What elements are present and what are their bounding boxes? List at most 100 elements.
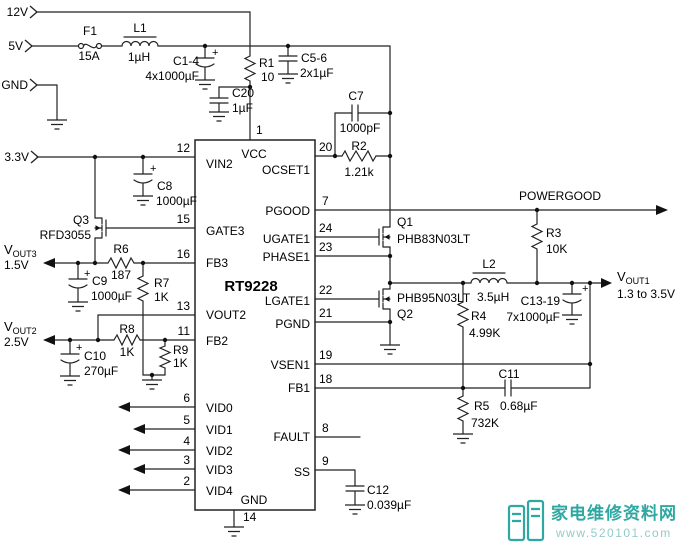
r7-ref-label: R7 (154, 276, 170, 290)
ground-symbol (208, 111, 230, 122)
wire-fb1 (314, 282, 591, 389)
capacitor-c5-6: C5-6 2x1µF (278, 45, 334, 80)
ic-pin-fb2: FB2 (206, 334, 228, 348)
c10-ref-label: C10 (84, 349, 106, 363)
vout3-name-label: VOUT3 (4, 242, 37, 259)
c9-value-label: 1000µF (91, 289, 132, 303)
junction-dots (67, 43, 593, 391)
r6-value-label: 187 (111, 268, 131, 282)
q3-value-label: RFD3055 (40, 228, 92, 242)
ic-pin-vid1: VID1 (206, 423, 233, 437)
input-3v3-label: 3.3V (4, 150, 29, 164)
c11-ref-label: C11 (498, 367, 519, 381)
pin-number-18: 18 (319, 372, 333, 386)
ground-symbol (67, 301, 89, 312)
pin-number-6: 6 (183, 391, 190, 405)
wire-12v-rail (36, 11, 251, 141)
pin-number-20: 20 (319, 140, 333, 154)
pin-numbers: 1 12 15 16 13 11 6 5 4 3 2 20 7 24 23 22… (177, 123, 333, 524)
wire-gnd-input (36, 84, 58, 121)
ground-symbol (344, 504, 366, 515)
ic-pin-vid4: VID4 (206, 484, 233, 498)
wire-c7-branch (334, 112, 391, 157)
pin-number-12: 12 (177, 141, 191, 155)
ground-symbol (379, 344, 401, 355)
c8-value-label: 1000µF (156, 194, 197, 208)
c8-plus-sign: + (150, 163, 156, 175)
capacitor-c9: + C9 1000µF (68, 262, 132, 303)
r7-value-label: 1K (154, 290, 169, 304)
capacitor-c7: C7 1000pF (340, 89, 381, 135)
ic-pin-vsen1: VSEN1 (271, 358, 311, 372)
q1-value-label: PHB83N03LT (397, 232, 471, 246)
ic-pin-fb3: FB3 (206, 256, 228, 270)
pin-number-7: 7 (322, 194, 329, 208)
vout3-value-label: 1.5V (4, 258, 29, 272)
vout1-range-label: 1.3 to 3.5V (617, 287, 675, 301)
q2-ref-label: Q2 (397, 307, 413, 321)
l1-ref-label: L1 (133, 21, 147, 35)
ic-body (194, 139, 316, 511)
ground-symbol (46, 119, 68, 130)
ic-pin-fb1: FB1 (288, 381, 310, 395)
c1-4-ref-label: C1-4 (173, 54, 199, 68)
ic-pin-vout2: VOUT2 (206, 308, 246, 322)
q2-arrow (384, 296, 390, 302)
q2-value-label: PHB95N03LT (397, 291, 471, 305)
ic-pin-lgate1: LGATE1 (265, 294, 310, 308)
mosfet-q3: Q3 RFD3055 (40, 213, 107, 242)
input-gnd-label: GND (1, 78, 28, 92)
powergood-label: POWERGOOD (519, 189, 601, 203)
q1-arrow (384, 234, 390, 240)
powergood-arrow-icon (656, 205, 668, 215)
watermark-books-icon (507, 499, 545, 542)
ic-part-number: RT9228 (224, 278, 277, 295)
c13-19-plus-sign: + (582, 283, 588, 295)
pin-number-4: 4 (183, 434, 190, 448)
c9-plus-sign: + (84, 268, 90, 280)
wire-ss (314, 469, 356, 487)
inductor-l1: L1 1µH (121, 21, 159, 64)
vid1-arrow-icon (133, 424, 145, 434)
r8-ref-label: R8 (119, 322, 135, 336)
pin-number-3: 3 (183, 453, 190, 467)
c20-ref-label: C20 (232, 86, 254, 100)
pin-number-9: 9 (322, 454, 329, 468)
pin-number-16: 16 (177, 247, 191, 261)
ic-pin-vid2: VID2 (206, 444, 233, 458)
vout2-name-label: VOUT2 (4, 319, 37, 336)
c10-plus-sign: + (76, 342, 82, 354)
capacitor-c10: + C10 270µF (60, 339, 118, 378)
r1-ref-label: R1 (259, 56, 275, 70)
f1-value-label: 15A (78, 49, 99, 63)
pin-number-19: 19 (319, 348, 333, 362)
resistor-r7: R7 1K (136, 275, 170, 304)
mosfet-q2: PHB95N03LT Q2 (378, 288, 471, 321)
pin-number-14: 14 (243, 510, 257, 524)
mosfet-q1: Q1 PHB83N03LT (378, 215, 471, 248)
r1-value-label: 10 (261, 70, 275, 84)
vout2-arrow-icon (43, 335, 55, 345)
c1-4-plus-sign: + (212, 47, 218, 59)
wire-5v-rail (31, 45, 391, 228)
q1-ref-label: Q1 (397, 215, 413, 229)
c9-ref-label: C9 (92, 274, 108, 288)
r9-value-label: 1K (173, 356, 188, 370)
ic-pin-pgnd: PGND (275, 317, 310, 331)
q3-ref-label: Q3 (73, 213, 89, 227)
resistor-r4: R4 4.99K (456, 301, 500, 340)
ground-symbol (452, 433, 474, 444)
resistor-r6: R6 187 (107, 242, 135, 282)
vout1-name-label: VOUT1 (617, 269, 650, 286)
ic-pin-gnd: GND (241, 493, 268, 507)
watermark-url: www.520101.com (555, 526, 672, 540)
c8-ref-label: C8 (157, 179, 173, 193)
ic-pin-fault: FAULT (274, 430, 311, 444)
watermark: 家电维修资料网 www.520101.com (507, 499, 676, 542)
ground-symbol (277, 73, 299, 84)
capacitor-c20: C20 1µF (209, 86, 254, 115)
pin-number-23: 23 (319, 240, 333, 254)
resistor-r5: R5 732K (456, 395, 499, 430)
pin-number-8: 8 (322, 421, 329, 435)
q3-arrow (95, 225, 101, 231)
